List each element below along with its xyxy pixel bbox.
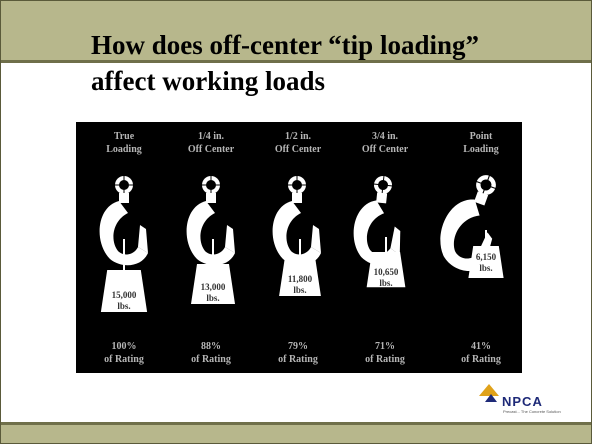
hook-loading-figure: True Loading 1/4 in. Off Center 1/2 in. … bbox=[76, 122, 522, 373]
hook-true-loading bbox=[99, 172, 149, 312]
rating-half-inch: 79% of Rating bbox=[278, 341, 318, 365]
npca-logo: NPCA Precast... The Concrete Solution bbox=[475, 380, 585, 420]
rating-three-quarter-inch: 71% of Rating bbox=[365, 341, 405, 365]
weight-label-half-inch: 11,800 lbs. bbox=[287, 274, 313, 295]
hook-quarter-inch-off-center bbox=[186, 172, 236, 304]
weight-label-point-loading: 6,150 lbs. bbox=[475, 252, 497, 273]
column-header-half-inch: 1/2 in. Off Center bbox=[274, 131, 322, 155]
weight-label-quarter-inch: 13,000 lbs. bbox=[200, 282, 226, 303]
weight-label-true-loading: 15,000 lbs. bbox=[111, 290, 137, 311]
title-rule bbox=[1, 60, 591, 63]
npca-logo-mark-icon bbox=[479, 384, 499, 402]
npca-logo-tagline: Precast... The Concrete Solution bbox=[503, 409, 561, 414]
hook-half-inch-off-center bbox=[272, 172, 322, 296]
hook-point-loading bbox=[430, 162, 516, 278]
title-line-1: How does off-center “tip loading” bbox=[91, 30, 479, 60]
column-header-quarter-inch: 1/4 in. Off Center bbox=[187, 131, 235, 155]
weight-label-three-quarter-inch: 10,650 lbs. bbox=[373, 267, 399, 288]
column-header-true-loading: True Loading bbox=[106, 131, 142, 155]
bottom-bar bbox=[1, 422, 591, 443]
rating-true-loading: 100% of Rating bbox=[104, 341, 144, 365]
hook-illustrations bbox=[99, 162, 516, 312]
column-header-three-quarter-inch: 3/4 in. Off Center bbox=[361, 131, 409, 155]
rating-quarter-inch: 88% of Rating bbox=[191, 341, 231, 365]
title-line-2: affect working loads bbox=[91, 66, 325, 96]
rating-point-loading: 41% of Rating bbox=[461, 341, 501, 365]
title-bar bbox=[1, 1, 591, 60]
npca-logo-text: NPCA bbox=[502, 394, 543, 409]
column-header-point-loading: Point Loading bbox=[463, 131, 499, 155]
slide-title: How does off-center “tip loading” affect… bbox=[91, 27, 581, 99]
hook-three-quarter-inch-off-center bbox=[349, 170, 409, 288]
